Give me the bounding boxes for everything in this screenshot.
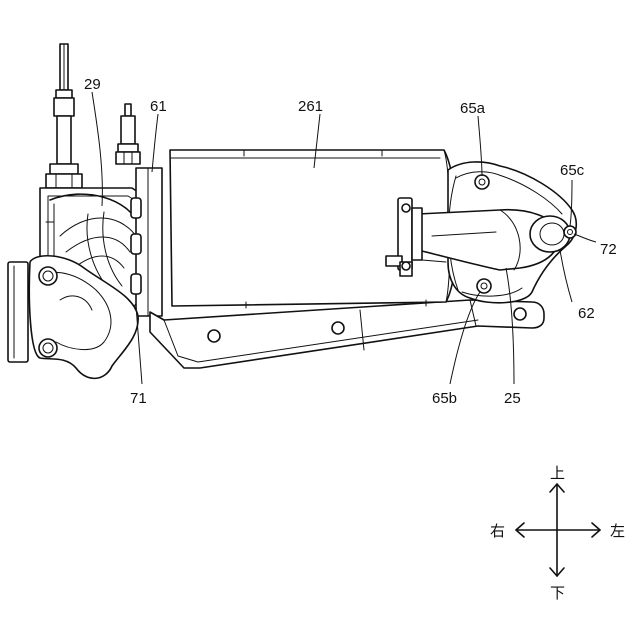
compass-left-label: 左: [610, 522, 625, 540]
compass-up-label: 上: [550, 464, 565, 482]
label-65b: 65b: [432, 390, 457, 407]
label-72: 72: [600, 241, 617, 258]
label-261: 261: [298, 98, 323, 115]
flange-61: [131, 168, 162, 316]
label-65c: 65c: [560, 162, 585, 179]
hole-65c: [564, 226, 576, 238]
label-25: 25: [504, 390, 521, 407]
hole-65b: [477, 279, 491, 293]
hole-65a: [475, 175, 489, 189]
label-61: 61: [150, 98, 167, 115]
label-65a: 65a: [460, 100, 486, 117]
label-62: 62: [578, 305, 595, 322]
sensor-rod: [46, 44, 82, 188]
label-29: 29: [84, 76, 101, 93]
direction-compass: 上 下 右 左: [490, 464, 625, 602]
base-plate: [150, 300, 544, 368]
label-71: 71: [130, 390, 147, 407]
compass-right-label: 右: [490, 522, 505, 540]
second-sensor: [116, 104, 140, 164]
compass-down-label: 下: [550, 584, 565, 602]
